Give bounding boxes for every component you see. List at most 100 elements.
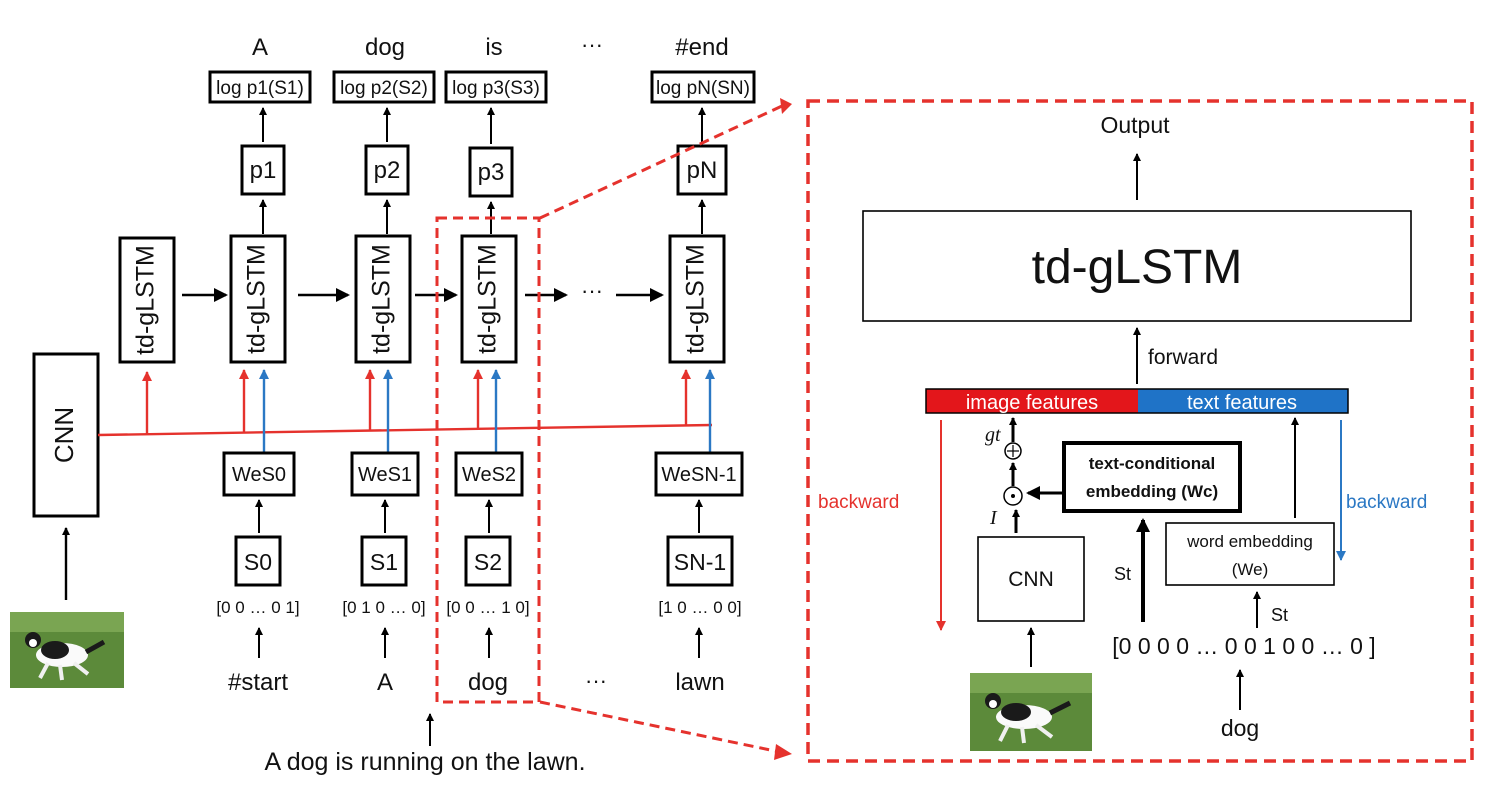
lstm-label-n: td-gLSTM bbox=[682, 244, 710, 354]
word-embed-line2: (We) bbox=[1232, 560, 1269, 579]
onehot-2: [0 0 … 1 0] bbox=[446, 598, 529, 617]
prob-label-1: p1 bbox=[250, 157, 277, 184]
cnn-label-detail: CNN bbox=[1008, 568, 1054, 591]
caption-sentence: A dog is running on the lawn. bbox=[264, 748, 585, 776]
top-word-0: A bbox=[252, 34, 268, 61]
zoom-arrowhead-top bbox=[780, 98, 792, 114]
gt-label: gt bbox=[985, 424, 1001, 446]
image-feature-arrows bbox=[142, 369, 691, 434]
prob-box-2 bbox=[364, 144, 410, 196]
zoom-line-top bbox=[539, 104, 783, 220]
zoom-line-bottom bbox=[539, 700, 781, 754]
text-feature-arrows bbox=[259, 369, 715, 452]
token-label-n: SN-1 bbox=[674, 549, 726, 575]
bottom-word-0: #start bbox=[228, 669, 288, 696]
logprob-box-1 bbox=[208, 70, 312, 104]
input-arrows bbox=[255, 499, 703, 746]
cond-embed-line1: text-conditional bbox=[1089, 454, 1216, 473]
text-features-bar bbox=[1138, 389, 1348, 413]
token-box-1 bbox=[360, 535, 408, 587]
st-label-right: St bbox=[1271, 605, 1288, 625]
bottom-word-3: ··· bbox=[585, 668, 607, 693]
conditional-embedding-box bbox=[1062, 441, 1242, 513]
forward-label: forward bbox=[1148, 346, 1218, 369]
image-feature-line bbox=[97, 423, 713, 437]
embed-label-0: WeS0 bbox=[232, 464, 286, 486]
st-label-left: St bbox=[1114, 564, 1131, 584]
token-label-0: S0 bbox=[244, 549, 272, 575]
image-features-label: image features bbox=[966, 392, 1098, 414]
highlight-box bbox=[435, 216, 541, 704]
text-features-label: text features bbox=[1187, 392, 1297, 414]
prob-box-1 bbox=[240, 144, 286, 196]
lstm-label-0: td-gLSTM bbox=[132, 245, 160, 355]
embed-label-2: WeS2 bbox=[462, 464, 516, 486]
embed-box-1 bbox=[350, 451, 420, 497]
token-box-n bbox=[666, 535, 734, 587]
embed-box-n bbox=[654, 451, 744, 497]
embed-box-0 bbox=[222, 451, 296, 497]
backward-label-left: backward bbox=[818, 492, 899, 513]
word-embed-line1: word embedding bbox=[1186, 532, 1313, 551]
token-label-1: S1 bbox=[370, 549, 398, 575]
zoom-arrowhead-bottom bbox=[774, 744, 792, 760]
output-arrows bbox=[259, 107, 706, 234]
embed-label-1: WeS1 bbox=[358, 464, 412, 486]
lstm-cell-2 bbox=[354, 234, 412, 364]
onehot-0: [0 0 … 0 1] bbox=[216, 598, 299, 617]
image-features-bar bbox=[926, 389, 1138, 413]
logprob-label-2: log p2(S2) bbox=[340, 78, 428, 99]
word-detail: dog bbox=[1221, 715, 1259, 741]
cnn-label-left: CNN bbox=[49, 407, 79, 463]
lstm-cell-1 bbox=[229, 234, 287, 364]
lstm-cell-3 bbox=[460, 234, 518, 364]
token-box-2 bbox=[464, 535, 512, 587]
lstm-cell-0 bbox=[118, 236, 176, 364]
dog-photo-right bbox=[970, 673, 1092, 751]
logprob-label-n: log pN(SN) bbox=[656, 78, 750, 99]
prob-label-3: p3 bbox=[478, 159, 505, 186]
top-word-1: dog bbox=[365, 34, 405, 61]
bottom-word-4: lawn bbox=[675, 669, 724, 696]
top-word-4: #end bbox=[675, 34, 728, 61]
embed-label-n: WeSN-1 bbox=[661, 464, 736, 486]
i-label: I bbox=[989, 507, 998, 529]
dog-photo-left bbox=[10, 612, 124, 688]
token-box-0 bbox=[234, 535, 282, 587]
feature-bar-outline bbox=[925, 388, 1349, 414]
bottom-word-2: dog bbox=[468, 669, 508, 696]
logprob-label-3: log p3(S3) bbox=[452, 78, 540, 99]
detail-panel bbox=[806, 99, 1474, 763]
prob-box-3 bbox=[468, 146, 514, 198]
backward-label-right: backward bbox=[1346, 492, 1427, 513]
cond-embed-line2: embedding (Wc) bbox=[1086, 482, 1218, 501]
lstm-label-3: td-gLSTM bbox=[474, 244, 502, 354]
onehot-detail: [0 0 0 0 … 0 0 1 0 0 … 0 ] bbox=[1112, 633, 1375, 659]
lstm-label-2: td-gLSTM bbox=[368, 244, 396, 354]
cnn-box-detail bbox=[977, 536, 1085, 622]
lstm-cells-left bbox=[118, 234, 726, 364]
onehot-n: [1 0 … 0 0] bbox=[658, 598, 741, 617]
bottom-word-1: A bbox=[377, 669, 393, 696]
recurrent-ellipsis: ··· bbox=[581, 278, 603, 303]
token-label-2: S2 bbox=[474, 549, 502, 575]
top-word-2: is bbox=[485, 34, 502, 61]
logprob-box-2 bbox=[332, 70, 436, 104]
embed-box-2 bbox=[454, 451, 524, 497]
prob-label-n: pN bbox=[687, 157, 718, 184]
gating-arrows bbox=[1009, 417, 1064, 533]
onehot-1: [0 1 0 … 0] bbox=[342, 598, 425, 617]
logprob-label-1: log p1(S1) bbox=[216, 78, 304, 99]
lstm-box-detail bbox=[862, 210, 1412, 322]
output-label: Output bbox=[1100, 112, 1170, 138]
lstm-label-detail: td-gLSTM bbox=[1032, 241, 1243, 294]
multiply-dot bbox=[1011, 494, 1015, 498]
prob-box-n bbox=[676, 144, 728, 196]
logprob-box-3 bbox=[444, 70, 548, 104]
logprob-box-n bbox=[650, 70, 756, 104]
lstm-cell-n bbox=[668, 234, 726, 364]
word-embedding-box bbox=[1165, 522, 1335, 586]
lstm-label-1: td-gLSTM bbox=[243, 244, 271, 354]
prob-label-2: p2 bbox=[374, 157, 401, 184]
